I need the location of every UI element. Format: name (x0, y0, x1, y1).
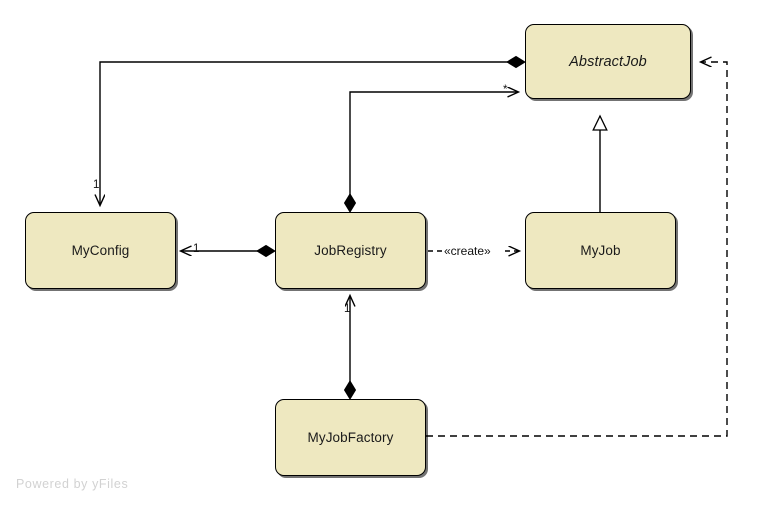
edge-jobregistry-composes-abstractjob[interactable] (343, 92, 519, 213)
class-node-myconfig[interactable]: MyConfig (25, 212, 176, 289)
edge-myjobfactory-composes-jobregistry[interactable] (343, 296, 357, 400)
class-node-label: MyConfig (71, 243, 130, 258)
class-node-label: MyJob (580, 243, 621, 258)
class-node-label: AbstractJob (569, 53, 647, 70)
edge-label-jobregistry-abstractjob-multiplicity: * (503, 84, 508, 96)
class-node-myjob[interactable]: MyJob (525, 212, 676, 289)
edge-label-abstractjob-myconfig-multiplicity: 1 (93, 179, 100, 191)
edge-myjobfactory-depends-abstractjob[interactable] (426, 62, 728, 437)
edge-label-myjobfactory-jobregistry-multiplicity: 1 (344, 303, 351, 315)
class-node-jobregistry[interactable]: JobRegistry (275, 212, 426, 289)
class-node-label: MyJobFactory (307, 430, 394, 445)
filled-diamond-myjobfactory-jobregistry (343, 380, 357, 400)
yfiles-watermark: Powered by yFiles (16, 477, 129, 491)
class-node-myjobfactory[interactable]: MyJobFactory (275, 399, 426, 476)
edge-label-jobregistry-myconfig-multiplicity: 1 (193, 243, 200, 255)
filled-diamond-abstractjob-myconfig (506, 55, 526, 69)
filled-diamond-jobregistry-abstractjob (343, 193, 357, 213)
edge-label-create-stereotype: «create» (444, 244, 491, 258)
edge-jobregistry-composes-myconfig[interactable] (181, 244, 276, 258)
class-node-abstractjob[interactable]: AbstractJob (525, 24, 691, 99)
class-node-label: JobRegistry (314, 243, 387, 258)
filled-diamond-jobregistry-myconfig (256, 244, 276, 258)
edge-abstractjob-composes-myconfig[interactable] (100, 55, 526, 206)
